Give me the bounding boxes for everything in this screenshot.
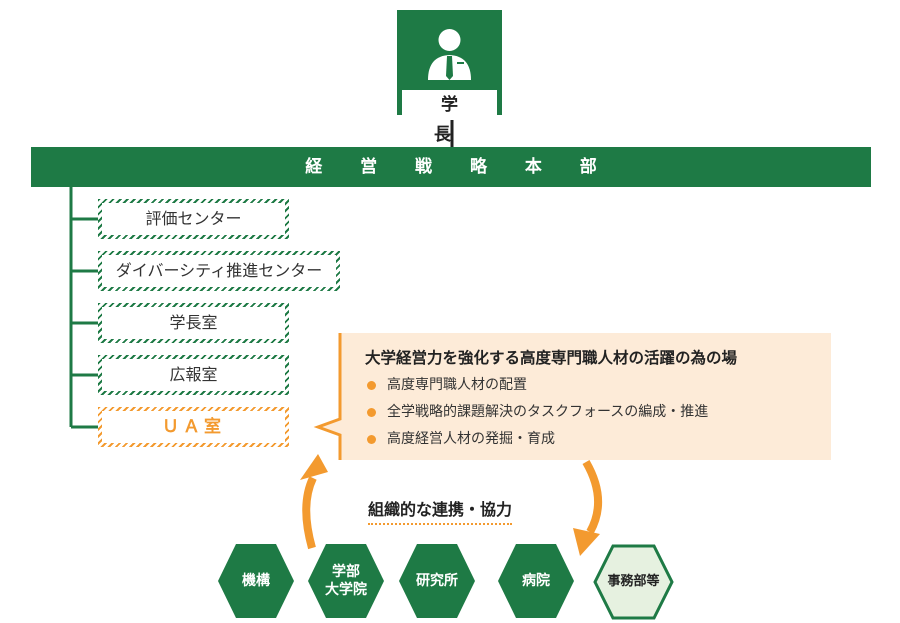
unit-evaluation-center: 評価センター [98, 199, 289, 239]
down-arrow [582, 459, 603, 534]
org-label-hospital: 病院 [522, 573, 550, 589]
org-label-office: 事務部等 [607, 574, 660, 589]
callout-content: 大学経営力を強化する高度専門職人材の活躍の為の場 高度専門職人材の配置 全学戦略… [365, 344, 827, 453]
president-person-icon [428, 29, 471, 80]
hex-faculty [308, 544, 384, 618]
callout-item: 高度経営人材の発掘・育成 [365, 426, 827, 453]
president-box: 学 長 [397, 10, 502, 145]
cooperation-label: 組織的な連携・協力 [368, 496, 513, 525]
org-label-institute: 研究所 [416, 573, 458, 589]
up-arrow [302, 476, 317, 550]
unit-diversity-center: ダイバーシティ推進センター [98, 251, 340, 291]
hex-kikou [218, 544, 294, 618]
callout-item: 高度専門職人材の配置 [365, 372, 827, 399]
unit-ua-office: ＵＡ室 [98, 407, 289, 447]
hex-institute [399, 544, 475, 618]
unit-president-office: 学長室 [98, 303, 289, 343]
hex-hospital [498, 544, 574, 618]
callout-item: 全学戦略的課題解決のタスクフォースの編成・推進 [365, 399, 827, 426]
president-label: 学 長 [402, 90, 497, 145]
org-label-faculty: 学部 大学院 [325, 564, 367, 598]
callout-title: 大学経営力を強化する高度専門職人材の活躍の為の場 [365, 349, 738, 367]
unit-pr-office: 広報室 [98, 355, 289, 395]
management-strategy-hq: 経 営 戦 略 本 部 [31, 147, 871, 187]
hex-office [593, 544, 674, 620]
org-label-kikou: 機構 [242, 573, 270, 589]
